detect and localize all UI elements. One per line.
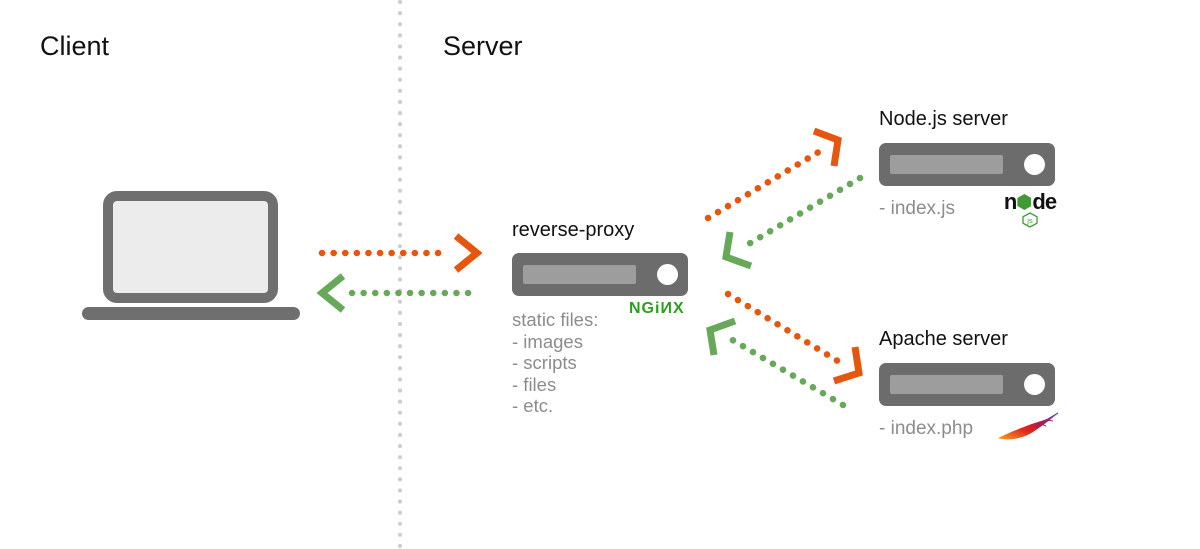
- arrow-head-icon: [722, 231, 753, 270]
- static-files-item: - images: [512, 330, 583, 352]
- arrow-head-icon: [812, 127, 842, 167]
- static-files-item: - scripts: [512, 352, 577, 373]
- server-section-title: Server: [443, 31, 523, 61]
- node-wordmark: n de: [999, 189, 1061, 214]
- client-section-title: Client: [40, 31, 110, 61]
- arrow-dotted-line: [725, 334, 847, 409]
- arrow-proxy-to-apache: [724, 290, 863, 385]
- arrow-node-to-proxy: [722, 174, 864, 270]
- nodejs-logo-icon: n de js: [999, 189, 1061, 233]
- node-wordmark-left: n: [1003, 189, 1017, 214]
- apache-server-title: Apache server: [879, 328, 1008, 350]
- apache-file-label: - index.php: [879, 418, 974, 439]
- server-led: [657, 264, 678, 285]
- arrow-proxy-to-client: [316, 273, 482, 313]
- apache-feather-icon: [995, 411, 1061, 450]
- static-files-item: - etc.: [512, 395, 554, 416]
- server-slot: [523, 265, 636, 284]
- nodejs-file-label: - index.js: [879, 198, 956, 219]
- server-led: [1024, 374, 1045, 395]
- laptop-screen: [103, 191, 278, 303]
- node-wordmark-right: de: [1032, 189, 1057, 214]
- arrow-head-icon: [706, 317, 737, 356]
- arrow-dotted-line: [743, 174, 864, 249]
- nodejs-server-icon: [879, 143, 1055, 186]
- arrow-dotted-line: [724, 290, 845, 367]
- reverse-proxy-title: reverse-proxy: [512, 219, 635, 241]
- server-slot: [890, 375, 1003, 394]
- static-files-list: static files: - images - scripts - files…: [512, 309, 598, 417]
- apache-server-icon: [879, 363, 1055, 406]
- arrow-client-to-proxy: [318, 233, 483, 273]
- static-files-item: - files: [512, 373, 557, 395]
- server-led: [1024, 154, 1045, 175]
- arrow-head-icon: [453, 233, 483, 273]
- server-slot: [890, 155, 1003, 174]
- svg-text:js: js: [1026, 216, 1033, 225]
- nginx-logo: NGiИX: [629, 300, 685, 317]
- node-hexagon-icon: [1017, 194, 1032, 210]
- arrow-apache-to-proxy: [706, 317, 847, 409]
- static-files-heading: static files:: [512, 309, 599, 330]
- arrow-dotted-line: [704, 146, 826, 222]
- arrow-head-icon: [316, 273, 346, 313]
- nodejs-server-title: Node.js server: [879, 108, 1008, 130]
- laptop-base: [82, 307, 300, 320]
- arrow-head-icon: [832, 346, 863, 385]
- reverse-proxy-server-icon: [512, 253, 688, 296]
- node-js-badge-icon: js: [999, 212, 1061, 233]
- arrow-proxy-to-node: [704, 127, 842, 222]
